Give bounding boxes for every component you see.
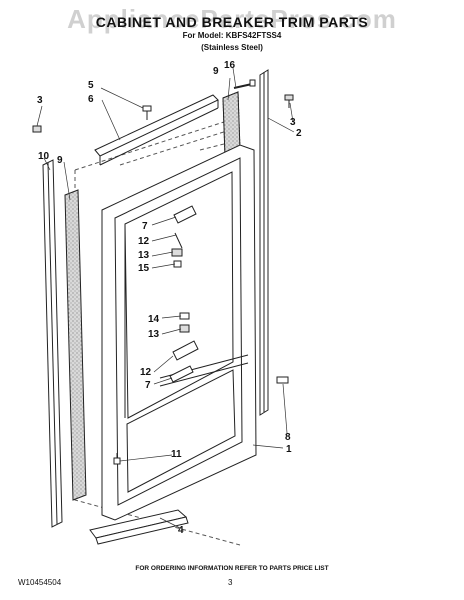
callout-13-upper: 13: [138, 250, 150, 261]
callout-4: 4: [178, 525, 184, 536]
screw-part-3-left: [32, 125, 42, 133]
cap-part-14: [179, 312, 190, 320]
callout-2: 2: [296, 128, 302, 139]
page-number: 3: [228, 578, 233, 587]
left-breaker-part-9: [64, 189, 87, 501]
left-trim-part-10: [42, 159, 63, 528]
right-trim-part-2: [259, 69, 269, 416]
callout-9-right: 9: [213, 66, 219, 77]
hinge-bracket-upper-part-7: [173, 205, 197, 224]
spacer-lower-part-13: [179, 324, 190, 333]
callout-14: 14: [148, 314, 160, 325]
screw-part-3-right: [284, 94, 294, 108]
leader-lines: [36, 67, 295, 529]
callout-3-right: 3: [290, 117, 296, 128]
document-code: W10454504: [18, 578, 62, 587]
right-breaker-part-9: [222, 91, 241, 157]
page-title: CABINET AND BREAKER TRIM PARTS: [95, 14, 369, 30]
bottom-trim-part-4: [89, 509, 189, 545]
callout-7-upper: 7: [142, 221, 148, 232]
clip-part-8: [276, 376, 289, 384]
callout-13-lower: 13: [148, 329, 160, 340]
ordering-note: FOR ORDERING INFORMATION REFER TO PARTS …: [135, 565, 329, 572]
callout-11: 11: [171, 449, 182, 460]
nut-part-15: [173, 260, 182, 268]
callout-12-upper: 12: [138, 236, 150, 247]
material-label: (Stainless Steel): [201, 43, 263, 52]
callout-8: 8: [285, 432, 291, 443]
callout-12-lower: 12: [140, 367, 152, 378]
callout-6: 6: [88, 94, 94, 105]
spacer-upper-part-13: [171, 248, 183, 257]
callout-16: 16: [224, 60, 236, 71]
callout-7-lower: 7: [145, 380, 151, 391]
top-trim-part-6: [94, 94, 219, 166]
hinge-bracket-lower-part-7: [169, 340, 199, 383]
callout-10: 10: [38, 151, 50, 162]
callout-1: 1: [286, 444, 292, 455]
callout-5: 5: [88, 80, 94, 91]
pin-part-16: [233, 79, 256, 89]
callout-9-left: 9: [57, 155, 63, 166]
screw-part-5: [142, 105, 152, 120]
model-number: For Model: KBFS42FTSS4: [182, 31, 282, 40]
screw-upper-part-12: [174, 232, 183, 249]
callout-3-left: 3: [37, 95, 43, 106]
breaker-frame-part-1: [101, 144, 257, 521]
callout-15: 15: [138, 263, 150, 274]
